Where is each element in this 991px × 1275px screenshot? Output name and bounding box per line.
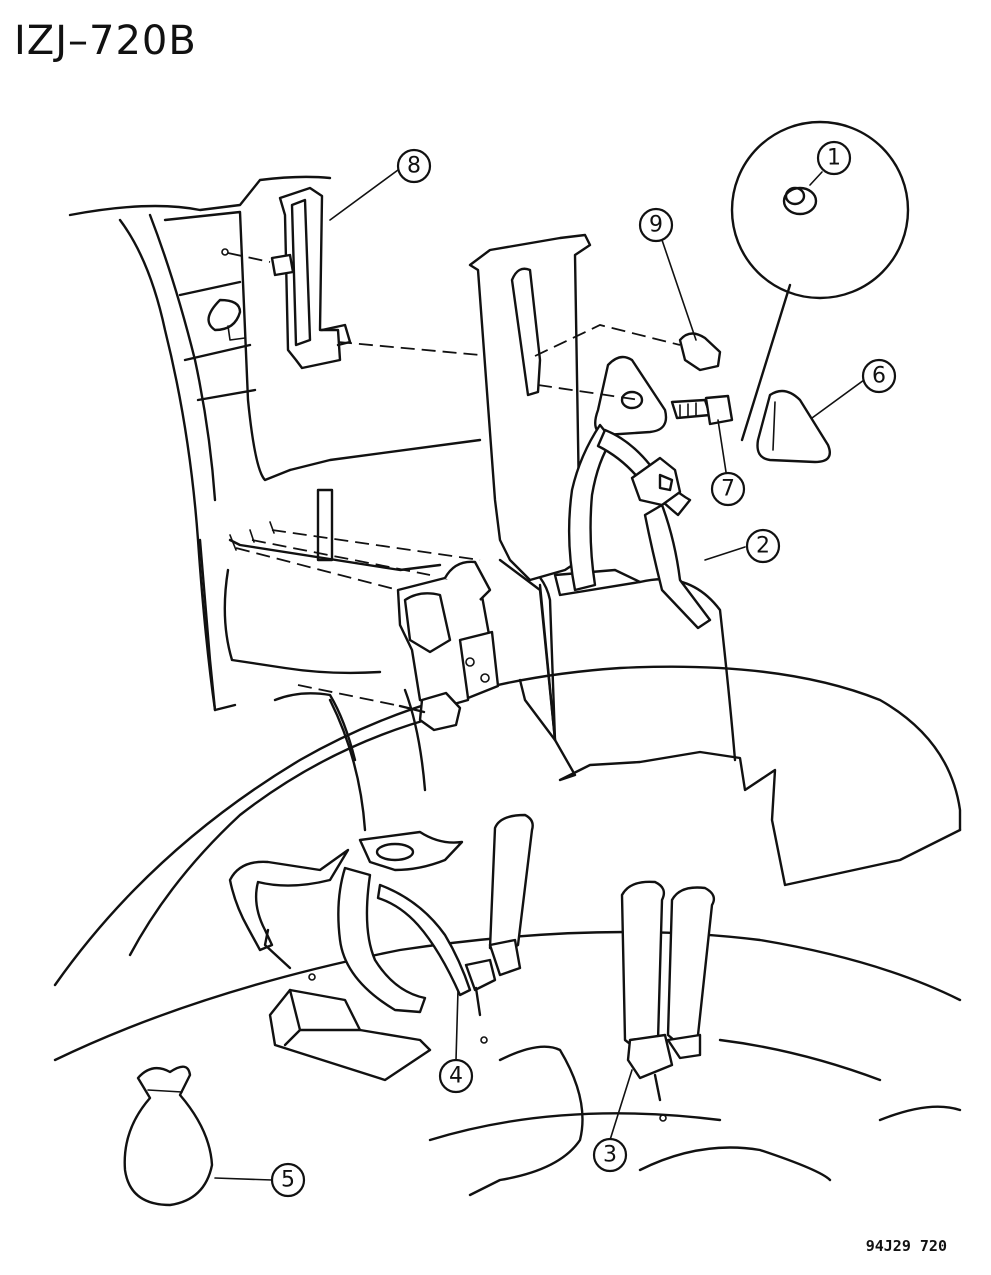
callout-6: 6 [861, 358, 897, 394]
callout-8: 8 [396, 148, 432, 184]
callout-2-label: 2 [756, 534, 770, 559]
callout-4: 4 [438, 1058, 474, 1094]
floor-contours [53, 930, 962, 1197]
hardware-pouch [123, 1065, 214, 1207]
callout-2: 2 [745, 528, 781, 564]
retractor-assembly [396, 560, 500, 732]
callout-3-label: 3 [603, 1143, 617, 1168]
callout-4-label: 4 [449, 1064, 463, 1089]
alignment-lines [227, 252, 681, 707]
shoulder-belt-assembly [567, 355, 712, 630]
callout-1-label: 1 [827, 146, 841, 171]
callout-9: 9 [638, 207, 674, 243]
lap-belt-center-assembly [228, 813, 534, 1044]
callout-5: 5 [270, 1162, 306, 1198]
anchor-cap [678, 332, 722, 372]
callout-6-label: 6 [872, 364, 886, 389]
callout-9-label: 9 [649, 213, 663, 238]
callout-5-label: 5 [281, 1168, 295, 1193]
floor-bracket [268, 988, 432, 1082]
callout-1: 1 [816, 140, 852, 176]
diagram-title: IZJ–720B [14, 18, 197, 64]
callout-7: 7 [710, 471, 746, 507]
reference-code: 94J29 720 [865, 1237, 947, 1255]
anchor-bolt [670, 394, 734, 426]
callout-7-label: 7 [721, 477, 735, 502]
callout-leaders [214, 169, 865, 1181]
body-pillar-left [68, 175, 482, 712]
callout-8-label: 8 [407, 154, 421, 179]
triangular-cover [756, 389, 832, 464]
height-adjuster-track [221, 186, 352, 370]
detail-circle [730, 120, 910, 442]
dual-buckle-assembly [620, 880, 716, 1122]
callout-3: 3 [592, 1137, 628, 1173]
